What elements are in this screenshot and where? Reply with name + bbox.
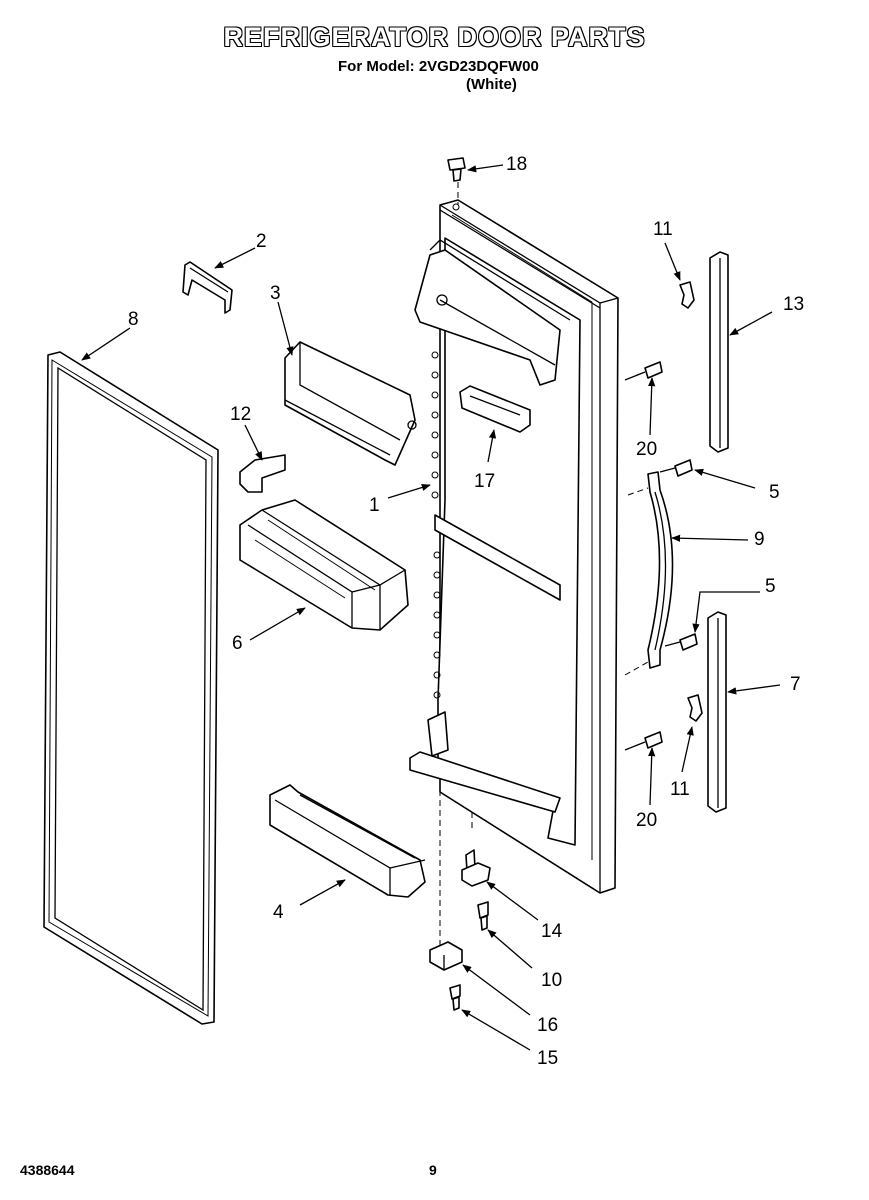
callout-6: 6 [232,633,243,654]
callout-11-upper: 11 [653,219,673,240]
callout-12: 12 [230,404,251,425]
callout-11-lower: 11 [670,779,690,800]
callout-17: 17 [474,471,495,492]
trim-clip-lower [687,694,703,722]
screw-20-upper [624,361,663,381]
callout-2: 2 [256,231,267,252]
door-handle-part [624,471,674,676]
callout-1: 1 [369,495,380,516]
callout-5-lower: 5 [765,576,776,597]
door-gasket-part [43,351,219,1025]
trim-clip-upper [679,281,695,309]
callout-14: 14 [541,921,563,942]
bottom-bin-part [269,784,426,898]
hinge-bracket-part [429,941,463,971]
callout-7: 7 [790,674,801,695]
lower-trim-part [707,611,727,813]
top-screw-part [447,157,466,182]
document-number: 4388644 [20,1162,75,1178]
callout-4: 4 [273,902,284,923]
screw-20-lower [624,731,663,751]
callout-9: 9 [754,529,765,550]
callout-5-upper: 5 [769,482,780,503]
top-trim-part [709,251,729,453]
callout-18: 18 [506,154,527,175]
page-title: REFRIGERATOR DOOR PARTS [223,22,646,52]
door-bin-part [239,499,409,631]
screw-5-upper [659,459,693,477]
model-number: For Model: 2VGD23DQFW00 [338,58,539,75]
screw-5-lower [664,633,698,651]
clip-part [182,261,233,314]
dairy-door-part [284,341,417,466]
door-liner-part [409,199,619,894]
model-color: (White) [466,76,517,93]
page-number: 9 [429,1162,437,1178]
callout-20-lower: 20 [636,810,657,831]
callout-10: 10 [541,970,562,991]
callout-8: 8 [128,309,139,330]
hinge-pin-part [461,849,491,887]
hinge-bottom-screw-part [449,984,461,1011]
leader-lines [81,164,781,1051]
callout-3: 3 [270,283,281,304]
callout-20-upper: 20 [636,439,657,460]
small-clip-part [239,454,286,493]
callout-15: 15 [537,1048,558,1069]
hinge-screw-part [477,901,489,931]
callout-16: 16 [537,1015,558,1036]
callout-13: 13 [783,294,804,315]
